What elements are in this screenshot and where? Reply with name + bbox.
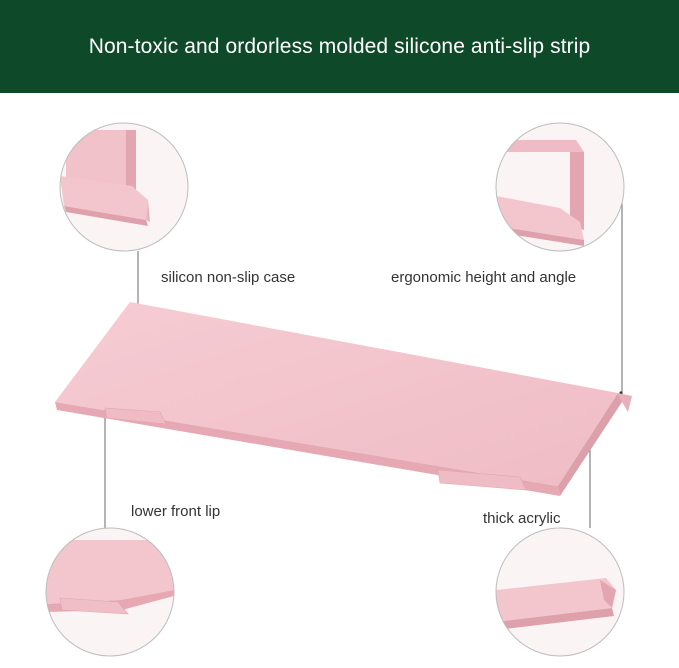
banner-title: Non-toxic and ordorless molded silicone … (88, 34, 591, 58)
detail-circle-thick-acrylic (495, 527, 625, 657)
label-silicon-non-slip-case: silicon non-slip case (161, 269, 296, 286)
label-thick-acrylic: thick acrylic (483, 510, 561, 527)
detail-circle-nonslip-case (59, 122, 189, 252)
detail-circle-height-angle (495, 122, 625, 252)
detail-circle-front-lip (45, 527, 175, 657)
label-lower-front-lip: lower front lip (131, 503, 221, 520)
pink-stand-board (55, 302, 632, 496)
label-ergonomic-height-angle: ergonomic height and angle (391, 269, 577, 286)
header-banner: Non-toxic and ordorless molded silicone … (0, 0, 679, 93)
